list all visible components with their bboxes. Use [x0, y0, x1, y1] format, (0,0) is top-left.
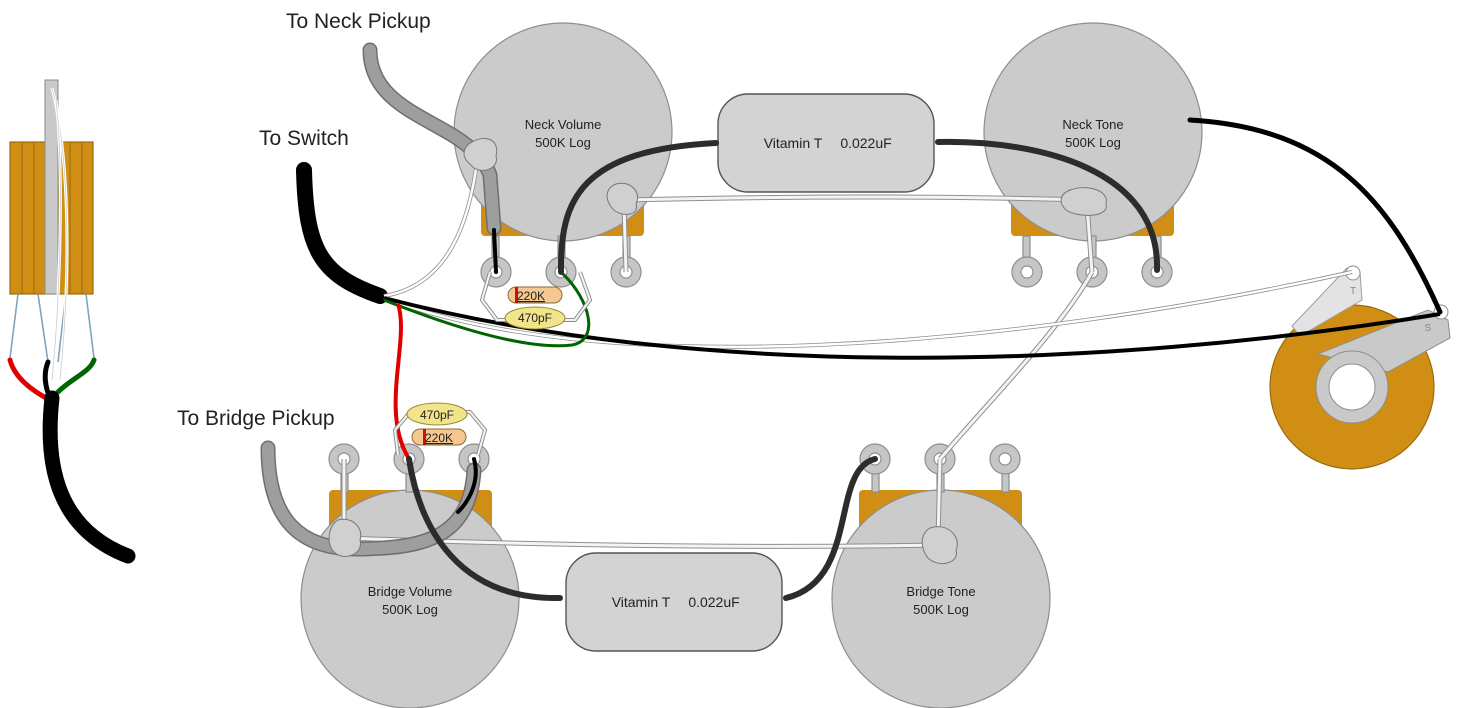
- jack-sleeve-label: S: [1425, 323, 1432, 334]
- bridge-pickup-label: To Bridge Pickup: [177, 407, 335, 430]
- neck-tone-value: 500K Log: [1065, 135, 1121, 150]
- neck-volume-value: 500K Log: [535, 135, 591, 150]
- bridge-tone-cap: [565, 552, 783, 652]
- output-jack: [1269, 265, 1451, 470]
- neck-cap-name: Vitamin T: [764, 135, 823, 151]
- bridge-cap-name: Vitamin T: [612, 594, 671, 610]
- solder-joints: [328, 138, 1107, 565]
- neck-bleed-cap-label: 470pF: [518, 311, 552, 325]
- switch-cable: [296, 154, 1441, 459]
- neck-volume-name: Neck Volume: [525, 117, 602, 132]
- bridge-volume-value: 500K Log: [382, 602, 438, 617]
- bridge-resistor-label: 220K: [425, 431, 453, 445]
- bridge-tone-pot: [831, 489, 1051, 708]
- switch-label: To Switch: [259, 127, 349, 150]
- bridge-tone-value: 500K Log: [913, 602, 969, 617]
- neck-pickup-label: To Neck Pickup: [286, 10, 431, 33]
- bridge-cap-value: 0.022uF: [688, 594, 739, 610]
- neck-tone-name: Neck Tone: [1062, 117, 1123, 132]
- bridge-treble-bleed: [392, 402, 488, 456]
- bridge-volume-pot: [300, 489, 520, 708]
- neck-cap-value: 0.022uF: [840, 135, 891, 151]
- bridge-tone-name: Bridge Tone: [906, 584, 975, 599]
- neck-treble-bleed: [479, 271, 593, 330]
- jack-tip-label: T: [1350, 286, 1356, 297]
- bridge-volume-name: Bridge Volume: [368, 584, 453, 599]
- bridge-bleed-cap-label: 470pF: [420, 408, 454, 422]
- signal-wires: [406, 117, 1443, 602]
- three-way-switch: [7, 79, 136, 564]
- neck-tone-cap: [717, 93, 935, 193]
- neck-resistor-label: 220K: [517, 289, 545, 303]
